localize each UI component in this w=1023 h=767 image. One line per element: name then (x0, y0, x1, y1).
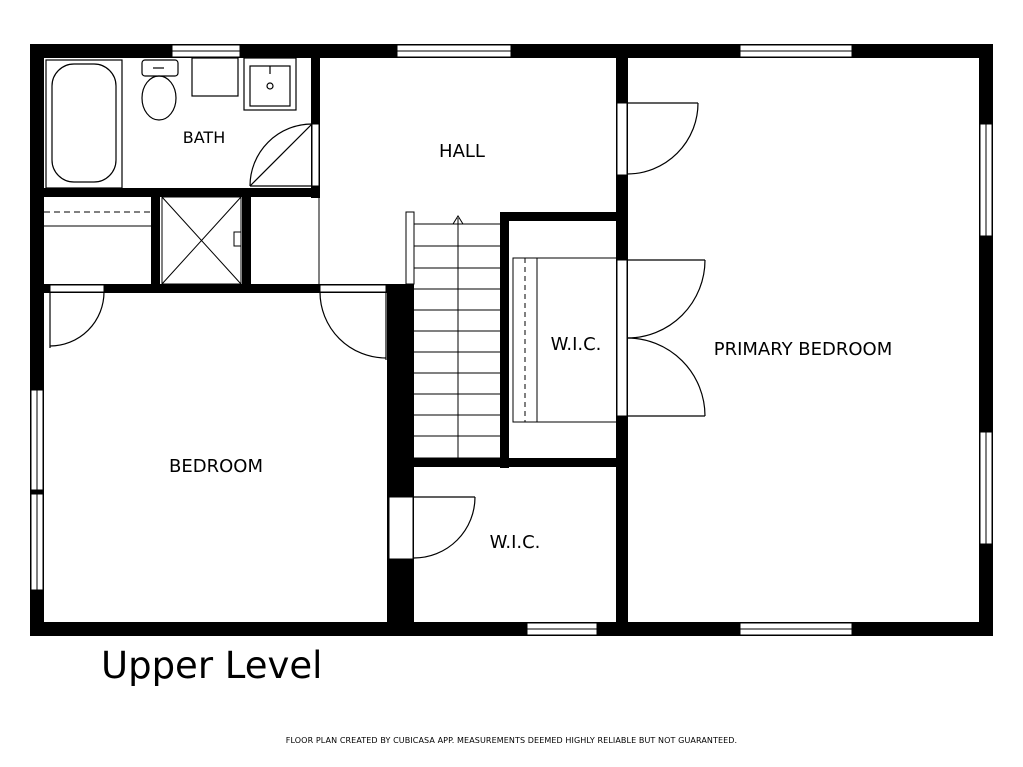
level-title: Upper Level (101, 644, 323, 687)
hall-label: HALL (439, 141, 485, 162)
interior-walls (44, 58, 628, 636)
primary-bedroom-label: PRIMARY BEDROOM (714, 339, 893, 360)
footer-disclaimer: FLOOR PLAN CREATED BY CUBICASA APP. MEAS… (285, 736, 738, 745)
stairs (405, 211, 500, 459)
closet-shelf (512, 257, 616, 423)
bath-label: BATH (183, 128, 225, 147)
stairs-arrow-icon (452, 215, 464, 228)
linen-closet (44, 211, 151, 227)
window-center-lines (36, 50, 987, 630)
wic-upper-label: W.I.C. (551, 334, 602, 355)
sink-icon (243, 57, 297, 111)
door-swings (49, 102, 706, 559)
bathtub-icon (45, 59, 123, 189)
door-openings (49, 102, 628, 560)
toilet-icon (141, 59, 179, 121)
wic-lower-label: W.I.C. (490, 532, 541, 553)
bedroom-label: BEDROOM (169, 456, 263, 477)
cabinet (191, 57, 239, 97)
shower-icon (161, 196, 242, 285)
